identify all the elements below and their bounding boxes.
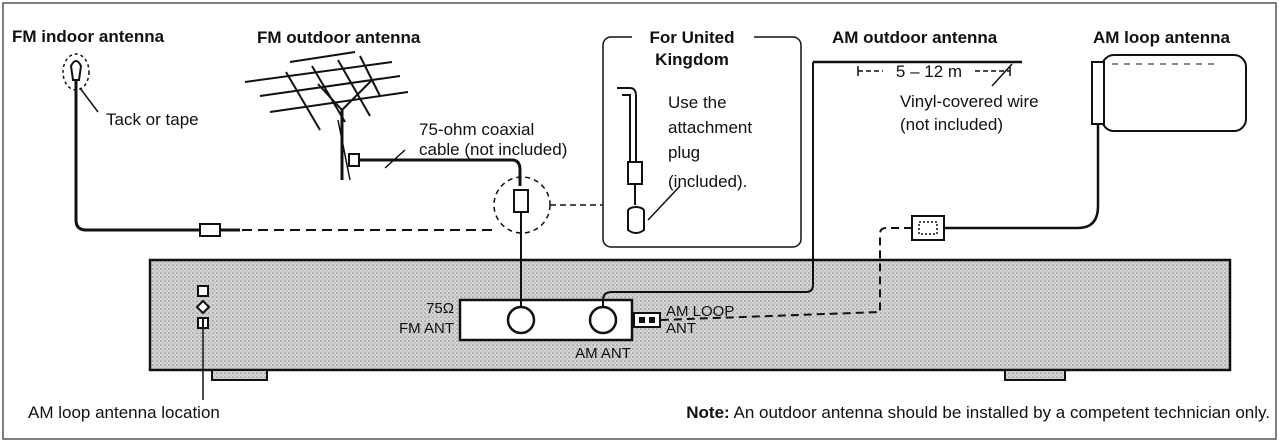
label-uk-note-2: attachment xyxy=(668,118,752,137)
fm-ant-terminal xyxy=(506,305,536,335)
outer-frame xyxy=(2,2,1277,440)
label-uk-note-3: plug xyxy=(668,143,700,162)
label-am-outdoor: AM outdoor antenna xyxy=(832,28,998,47)
label-distance: 5 – 12 m xyxy=(896,62,962,81)
label-coax-1: 75-ohm coaxial xyxy=(419,120,534,139)
label-fm-indoor: FM indoor antenna xyxy=(12,27,165,46)
label-uk-note-4: (included). xyxy=(668,172,747,191)
label-am-loop: AM loop antenna xyxy=(1093,28,1230,47)
foot-right xyxy=(1004,369,1066,381)
label-fm-ant-ohm: 75Ω xyxy=(426,300,454,317)
note-text: An outdoor antenna should be installed b… xyxy=(730,403,1270,422)
label-uk-note-1: Use the xyxy=(668,93,727,112)
note-line: Note: An outdoor antenna should be insta… xyxy=(686,403,1270,422)
label-loop-location: AM loop antenna location xyxy=(28,403,220,422)
label-fm-ant: FM ANT xyxy=(399,320,454,337)
label-tack-or-tape: Tack or tape xyxy=(106,110,199,129)
label-am-loop-ant-2: ANT xyxy=(666,320,696,337)
uk-plug-box xyxy=(602,28,802,248)
label-vinyl-2: (not included) xyxy=(900,115,1003,134)
label-am-ant: AM ANT xyxy=(575,345,631,362)
label-uk-title-2: Kingdom xyxy=(655,50,729,69)
fm-outdoor-antenna xyxy=(244,51,602,307)
am-loop-terminal xyxy=(633,312,661,328)
am-outdoor-antenna xyxy=(602,60,1022,307)
label-am-loop-ant-1: AM LOOP xyxy=(666,303,734,320)
note-prefix: Note: xyxy=(686,403,729,422)
label-coax-2: cable (not included) xyxy=(419,140,567,159)
am-loop-antenna xyxy=(659,54,1247,321)
label-fm-outdoor: FM outdoor antenna xyxy=(257,28,421,47)
label-uk-title-1: For United xyxy=(650,28,735,47)
label-vinyl-1: Vinyl-covered wire xyxy=(900,92,1039,111)
am-ant-terminal xyxy=(588,305,618,335)
fm-indoor-antenna xyxy=(62,53,492,237)
loop-location-marks xyxy=(195,285,211,329)
foot-left xyxy=(211,369,268,381)
